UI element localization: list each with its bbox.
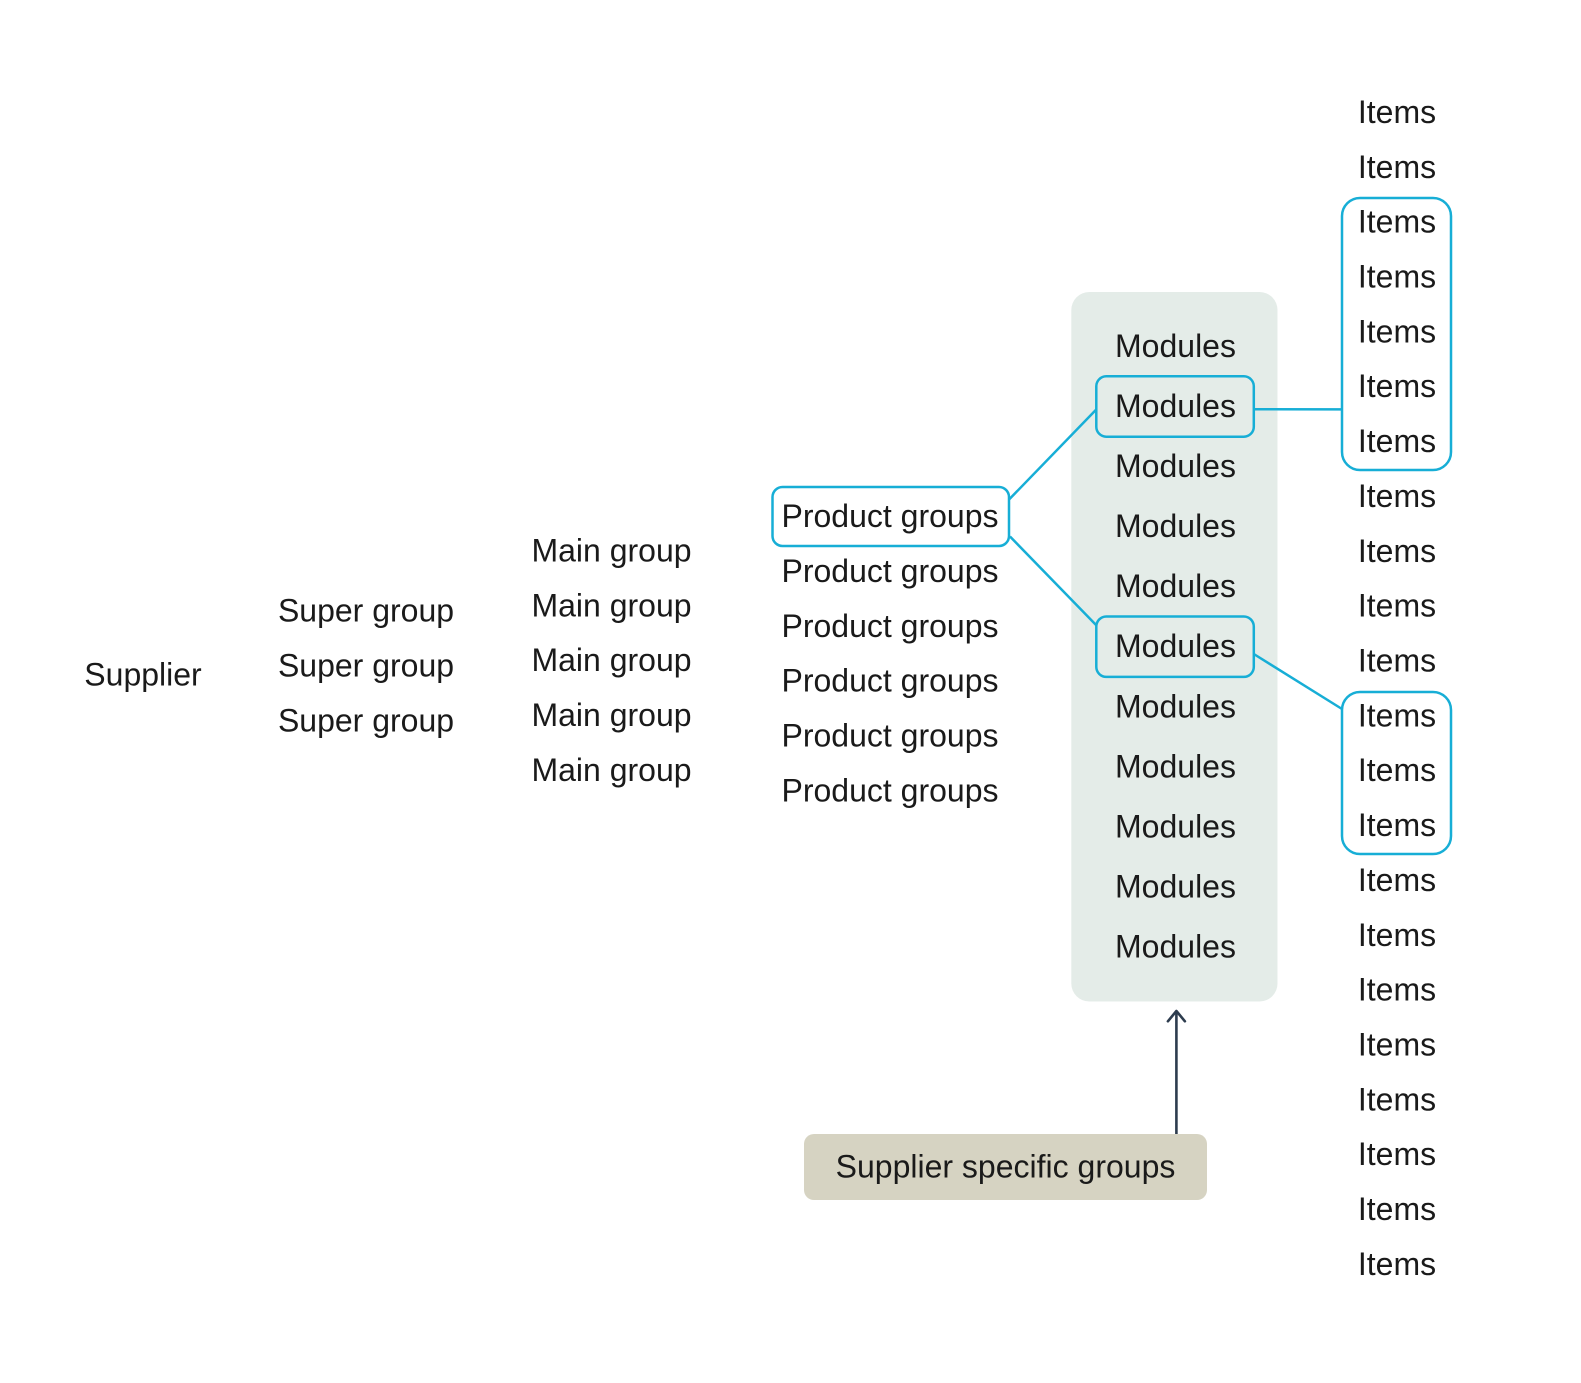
svg-text:Modules: Modules <box>1115 929 1236 965</box>
svg-text:Items: Items <box>1358 94 1436 130</box>
svg-text:Product groups: Product groups <box>781 553 998 589</box>
svg-text:Items: Items <box>1358 807 1436 843</box>
svg-text:Product groups: Product groups <box>781 498 998 534</box>
svg-text:Modules: Modules <box>1115 448 1236 484</box>
svg-text:Items: Items <box>1358 643 1436 679</box>
svg-text:Super group: Super group <box>278 648 454 684</box>
svg-text:Main group: Main group <box>531 697 691 733</box>
svg-text:Modules: Modules <box>1115 508 1236 544</box>
svg-text:Super group: Super group <box>278 593 454 629</box>
svg-text:Items: Items <box>1358 1191 1436 1227</box>
svg-text:Modules: Modules <box>1115 688 1236 724</box>
svg-text:Supplier: Supplier <box>84 657 202 693</box>
svg-text:Main group: Main group <box>531 642 691 678</box>
svg-text:Items: Items <box>1358 588 1436 624</box>
svg-text:Modules: Modules <box>1115 808 1236 844</box>
svg-text:Items: Items <box>1358 204 1436 240</box>
svg-text:Main group: Main group <box>531 533 691 569</box>
svg-text:Modules: Modules <box>1115 868 1236 904</box>
svg-text:Items: Items <box>1358 1136 1436 1172</box>
svg-text:Items: Items <box>1358 972 1436 1008</box>
svg-text:Items: Items <box>1358 423 1436 459</box>
svg-text:Items: Items <box>1358 1027 1436 1063</box>
svg-text:Product groups: Product groups <box>781 718 998 754</box>
svg-text:Product groups: Product groups <box>781 772 998 808</box>
svg-text:Items: Items <box>1358 533 1436 569</box>
svg-text:Items: Items <box>1358 917 1436 953</box>
svg-text:Modules: Modules <box>1115 328 1236 364</box>
svg-text:Modules: Modules <box>1115 628 1236 664</box>
svg-text:Items: Items <box>1358 368 1436 404</box>
svg-text:Main group: Main group <box>531 587 691 623</box>
svg-text:Items: Items <box>1358 259 1436 295</box>
svg-text:Items: Items <box>1358 478 1436 514</box>
svg-text:Modules: Modules <box>1115 388 1236 424</box>
svg-text:Supplier specific groups: Supplier specific groups <box>836 1149 1176 1185</box>
svg-text:Items: Items <box>1358 1246 1436 1282</box>
svg-text:Product groups: Product groups <box>781 608 998 644</box>
svg-text:Items: Items <box>1358 149 1436 185</box>
svg-text:Items: Items <box>1358 752 1436 788</box>
svg-text:Items: Items <box>1358 313 1436 349</box>
svg-text:Product groups: Product groups <box>781 663 998 699</box>
svg-text:Modules: Modules <box>1115 748 1236 784</box>
svg-text:Modules: Modules <box>1115 568 1236 604</box>
svg-text:Super group: Super group <box>278 703 454 739</box>
svg-text:Items: Items <box>1358 1081 1436 1117</box>
svg-text:Items: Items <box>1358 697 1436 733</box>
svg-text:Items: Items <box>1358 862 1436 898</box>
svg-text:Main group: Main group <box>531 752 691 788</box>
